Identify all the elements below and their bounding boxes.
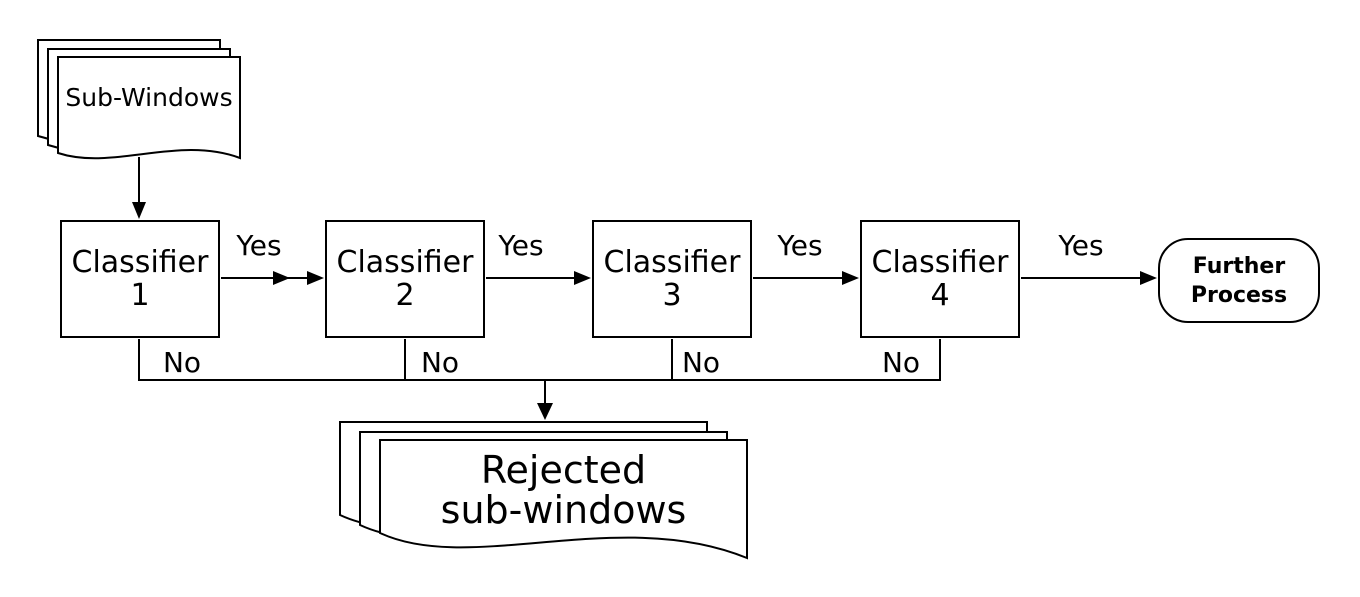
document-page-front	[57, 56, 241, 160]
classifier-1-number: 1	[130, 278, 150, 313]
rejected-stack	[339, 421, 748, 560]
classifier-2-title: Classifier	[336, 245, 474, 280]
classifier-4-number: 4	[930, 278, 950, 313]
classifier-4-title: Classifier	[871, 245, 1009, 280]
arrowhead-right-icon	[574, 271, 591, 285]
rejected-label-line1: Rejected	[480, 448, 647, 492]
classifier-3-title: Classifier	[603, 245, 741, 280]
yes-arrow-2	[486, 271, 591, 285]
yes-label-1: Yes	[236, 229, 282, 262]
classifier-1-title: Classifier	[71, 245, 209, 280]
further-process-line1: Further	[1192, 253, 1286, 279]
yes-arrow-4	[1021, 271, 1157, 285]
yes-arrow-1	[221, 271, 324, 285]
no-label-2: No	[420, 346, 460, 379]
classifier-2-number: 2	[395, 278, 415, 313]
arrowhead-down-icon	[537, 403, 553, 420]
arrowhead-right-icon	[1140, 271, 1157, 285]
classifier-2-box: Classifier 2	[325, 220, 485, 338]
document-page-front	[379, 439, 748, 560]
arrowhead-mid-icon	[273, 271, 290, 285]
further-process-terminal: Further Process	[1158, 238, 1320, 323]
no-connector-bus	[138, 339, 941, 381]
further-process-line2: Process	[1190, 282, 1288, 308]
classifier-3-box: Classifier 3	[592, 220, 752, 338]
yes-label-3: Yes	[777, 229, 823, 262]
yes-arrow-3	[753, 271, 859, 285]
no-label-1: No	[162, 346, 202, 379]
sub-windows-stack	[37, 39, 241, 160]
classifier-3-number: 3	[662, 278, 682, 313]
no-label-3: No	[681, 346, 721, 379]
yes-label-2: Yes	[498, 229, 544, 262]
classifier-4-box: Classifier 4	[860, 220, 1020, 338]
rejected-sub-windows-label: Rejected sub-windows	[380, 450, 747, 530]
no-label-4: No	[881, 346, 921, 379]
classifier-1-box: Classifier 1	[60, 220, 220, 338]
arrowhead-down-icon	[132, 202, 146, 219]
arrowhead-right-icon	[842, 271, 859, 285]
rejected-label-line2: sub-windows	[440, 488, 687, 532]
arrowhead-right-icon	[307, 271, 324, 285]
yes-label-4: Yes	[1058, 229, 1104, 262]
sub-windows-label: Sub-Windows	[65, 83, 233, 112]
